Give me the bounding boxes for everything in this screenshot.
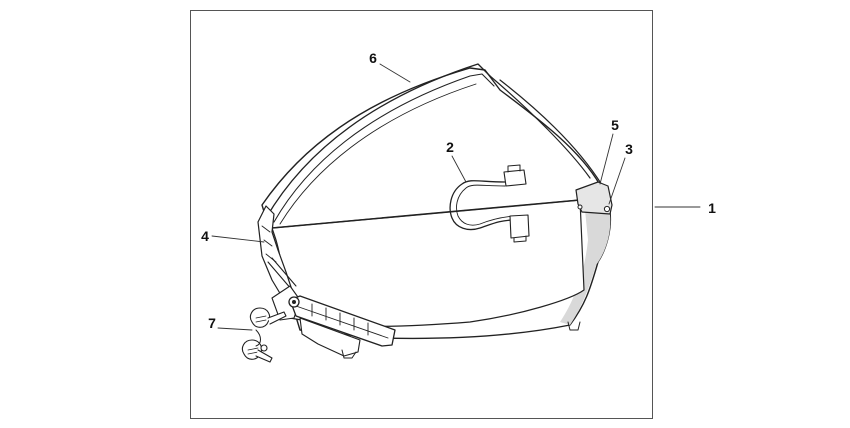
- lid-seal: [279, 83, 477, 225]
- leader-7: [217, 327, 253, 331]
- diagram-frame: [190, 10, 653, 419]
- lid-strap: [449, 180, 516, 231]
- leader-6: [379, 63, 411, 83]
- lid-strap-inner: [456, 184, 516, 226]
- callout-2: 2: [446, 139, 454, 155]
- key-set: [241, 307, 287, 363]
- key-blade-upper: [267, 311, 287, 325]
- key-head-upper: [249, 307, 271, 328]
- leader-2: [451, 155, 467, 183]
- case-shell-shade: [560, 205, 611, 325]
- leader-4: [211, 235, 265, 243]
- inner-liner-rim: [271, 199, 581, 229]
- hinge-screw-left: [577, 204, 583, 210]
- lid-rim: [265, 63, 491, 219]
- lid-rim-inner: [273, 73, 495, 223]
- callout-4: 4: [201, 228, 209, 244]
- leader-3: [608, 157, 626, 205]
- strap-clip-upper: [503, 169, 527, 187]
- lock-rail: [289, 295, 396, 347]
- callout-5: 5: [611, 117, 619, 133]
- callout-3: 3: [625, 141, 633, 157]
- callout-7: 7: [208, 315, 216, 331]
- key-blade-lower: [255, 349, 273, 363]
- key-ring: [255, 329, 261, 347]
- callout-6: 6: [369, 50, 377, 66]
- lid-right-edge-outer: [499, 79, 603, 186]
- leader-5: [599, 133, 614, 185]
- leader-lines: [211, 63, 701, 331]
- hinge-screw: [603, 205, 611, 213]
- callout-1: 1: [708, 200, 716, 216]
- latch-rod: [267, 257, 297, 291]
- strap-clip-lower: [509, 214, 530, 239]
- lid-right-edge: [489, 75, 591, 179]
